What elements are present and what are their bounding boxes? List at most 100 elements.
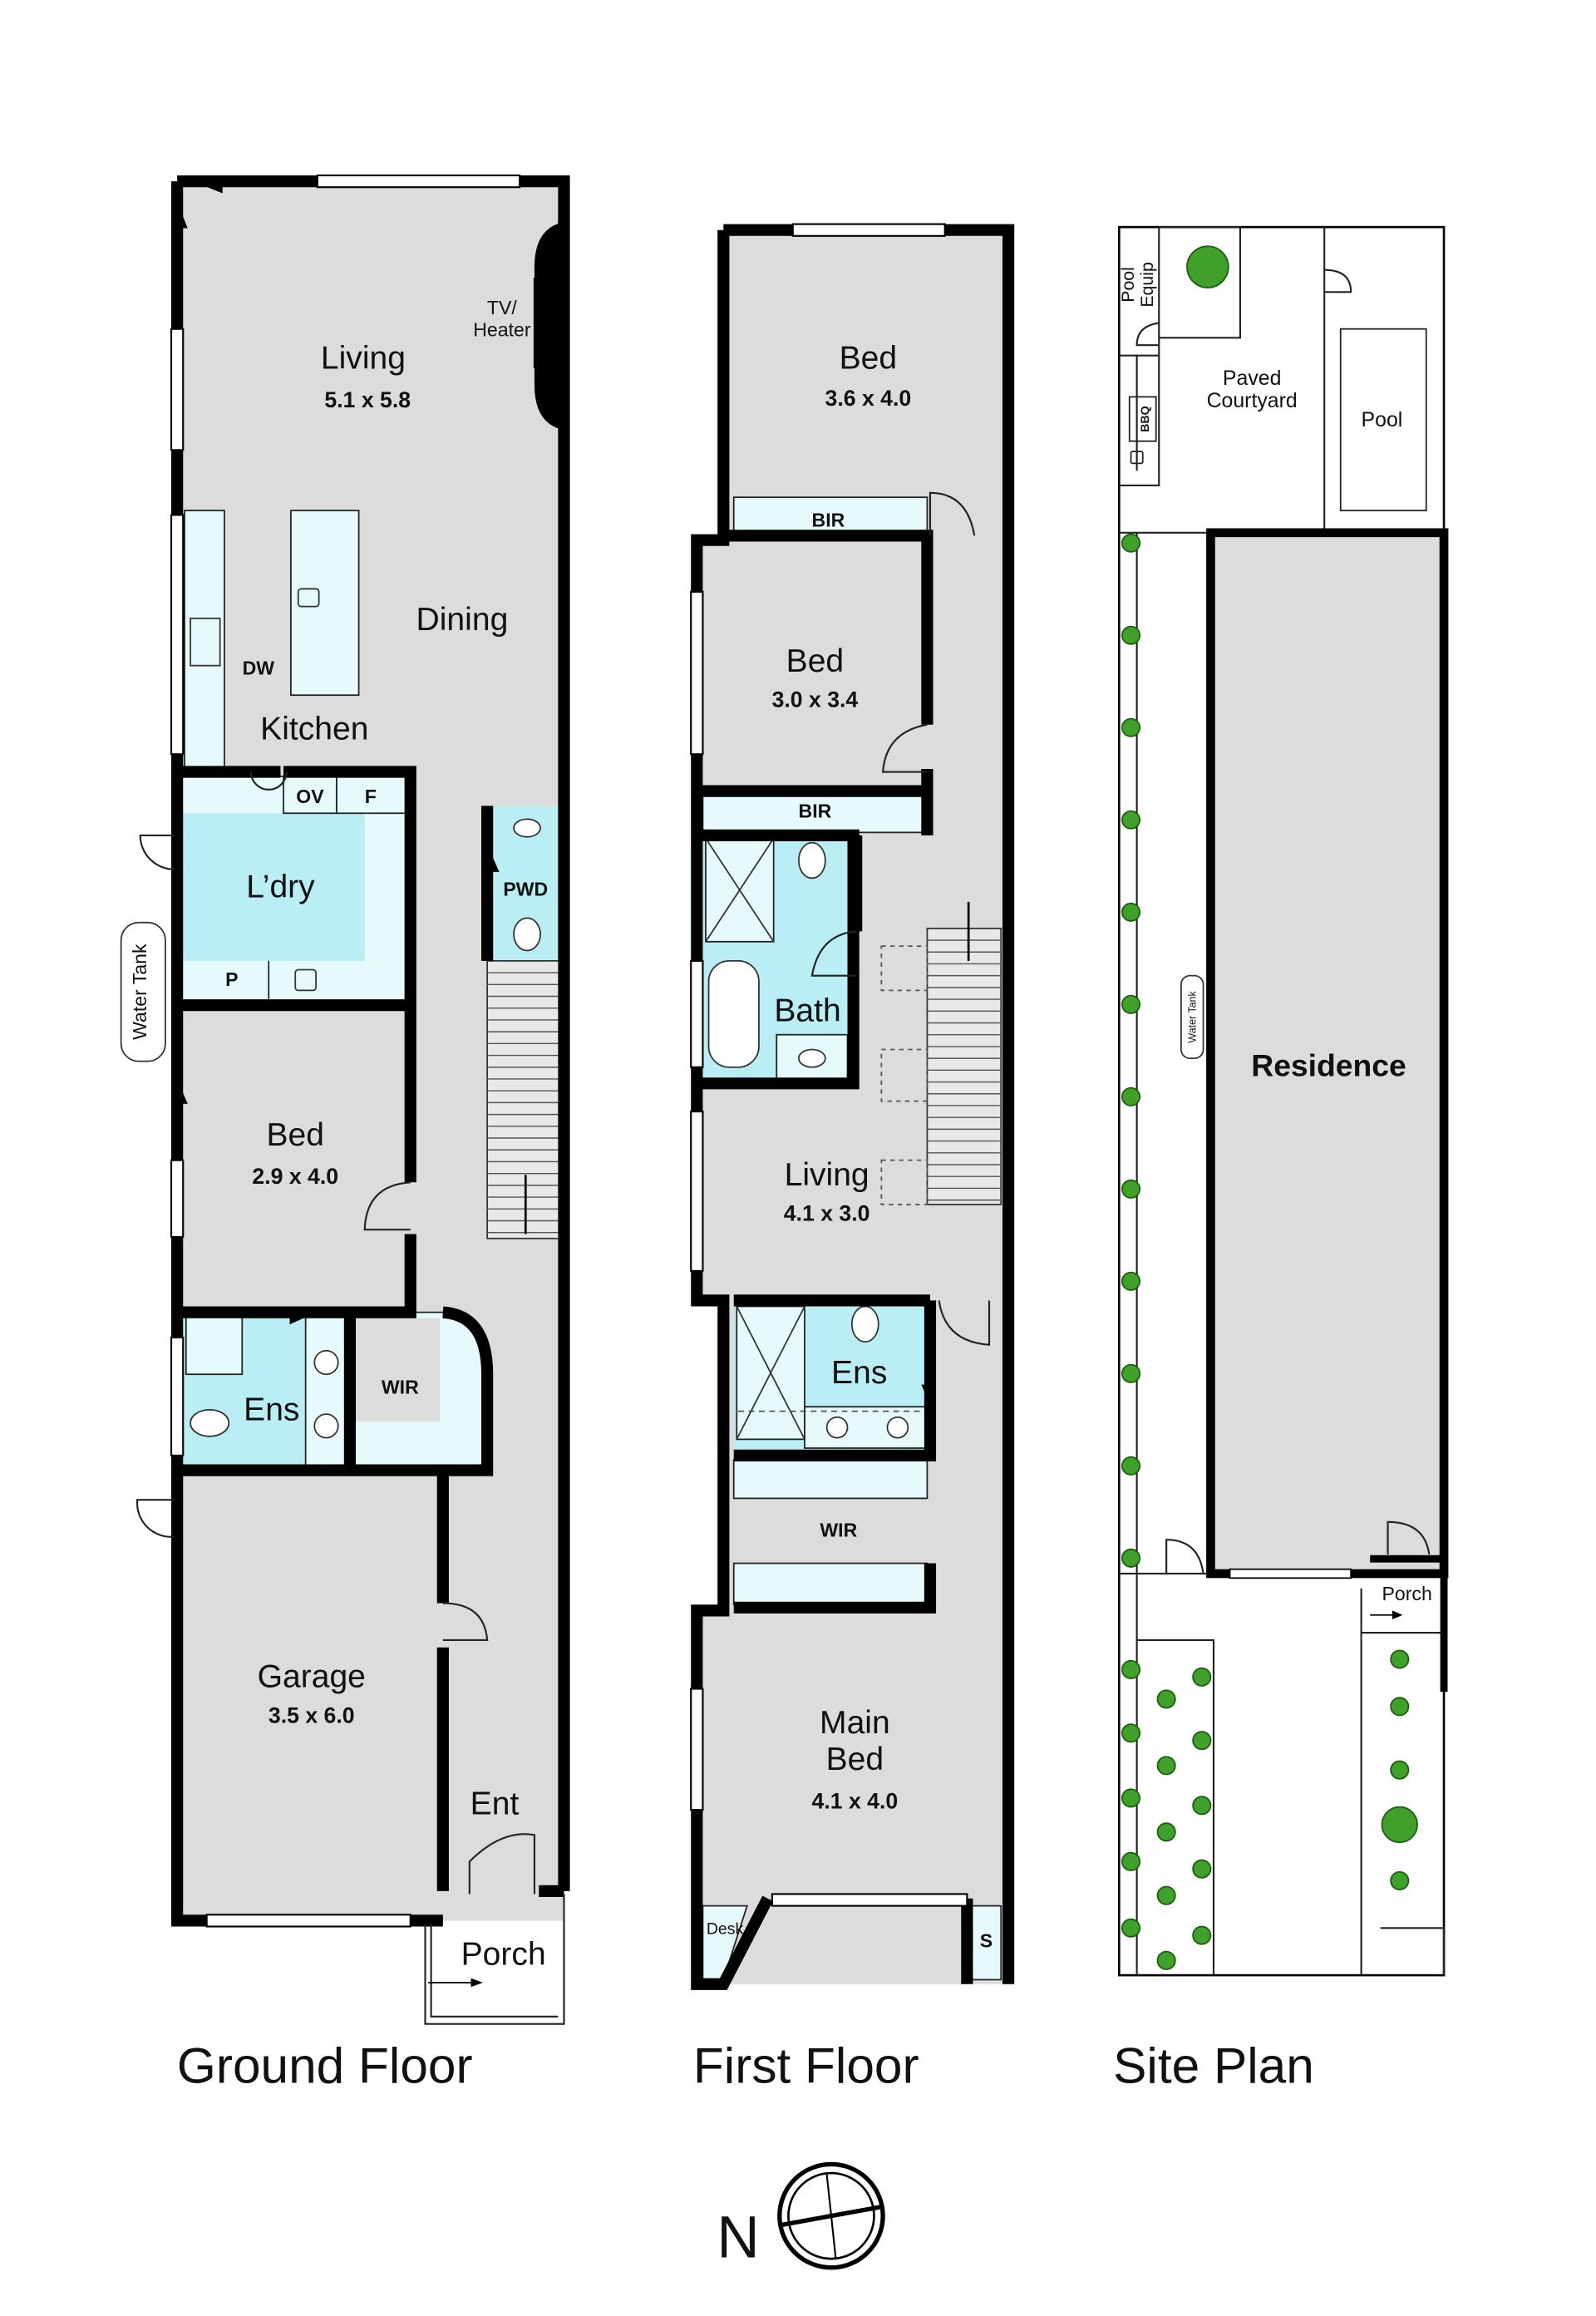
pool-equip-label-2: Equip bbox=[1137, 262, 1157, 307]
tree-icon bbox=[1121, 1271, 1141, 1291]
tree-icon bbox=[1390, 1760, 1410, 1780]
garage-dims: 3.5 x 6.0 bbox=[268, 1703, 355, 1727]
sliding-door-arrows bbox=[172, 178, 500, 1325]
tree-icon bbox=[1121, 994, 1141, 1014]
ensuite-ff-label: Ens bbox=[831, 1355, 887, 1391]
tree-icon bbox=[1121, 1723, 1141, 1743]
kitchen-label: Kitchen bbox=[260, 711, 368, 747]
walk-in-robe-first-floor bbox=[732, 1562, 929, 1606]
oven-label: OV bbox=[296, 786, 324, 807]
residence bbox=[1206, 528, 1449, 1579]
pool bbox=[1339, 328, 1427, 512]
tree-icon bbox=[1121, 810, 1141, 830]
tree-icon bbox=[1390, 1697, 1410, 1717]
bed2-label: Bed bbox=[786, 643, 845, 679]
tree-icon bbox=[1121, 1659, 1141, 1679]
courtyard-label-1: Paved bbox=[1223, 367, 1282, 390]
bbq-label: BBQ bbox=[1139, 406, 1152, 432]
site-plan: Water Tank Pool Equip Paved Courtyard Po… bbox=[1113, 225, 1449, 2094]
water-tank-site bbox=[1180, 974, 1204, 1059]
tree-icon bbox=[1156, 1950, 1176, 1970]
tree-icon bbox=[1121, 717, 1141, 737]
tree-icon bbox=[1156, 1885, 1176, 1905]
staircase bbox=[486, 959, 562, 1239]
main-bed-label-2: Bed bbox=[826, 1742, 884, 1777]
first-floor-windows bbox=[690, 223, 968, 1907]
main-bed-label-1: Main bbox=[820, 1705, 890, 1741]
water-tank-site-label: Water Tank bbox=[1187, 991, 1199, 1043]
door-swings bbox=[135, 771, 536, 1895]
bed-dims: 2.9 x 4.0 bbox=[252, 1164, 338, 1189]
staircase-first-floor bbox=[880, 901, 1002, 1205]
tree-icon bbox=[1156, 1689, 1176, 1709]
heater-label: Heater bbox=[473, 319, 531, 341]
tree-icon bbox=[1121, 1179, 1141, 1199]
toilet-icon bbox=[513, 917, 541, 952]
tree-icon bbox=[1390, 1649, 1410, 1669]
laundry-label: L’dry bbox=[246, 870, 315, 905]
courtyard-label-2: Courtyard bbox=[1207, 389, 1298, 412]
tree-icon bbox=[1192, 1859, 1212, 1879]
water-tank bbox=[120, 921, 166, 1062]
ground-floor-title: Ground Floor bbox=[177, 2038, 473, 2094]
bed-label: Bed bbox=[266, 1117, 324, 1153]
main-bed-dims: 4.1 x 4.0 bbox=[812, 1788, 899, 1813]
tree-icon bbox=[1121, 902, 1141, 922]
tree-icon bbox=[1390, 1870, 1410, 1890]
dining-label: Dining bbox=[416, 602, 509, 638]
tree-icon bbox=[1186, 245, 1229, 288]
porch-label: Porch bbox=[461, 1937, 546, 1973]
tv-label: TV/ bbox=[487, 297, 517, 318]
tree-icon bbox=[1121, 1851, 1141, 1871]
sink-icon bbox=[297, 588, 320, 608]
bed2-dims: 3.0 x 3.4 bbox=[772, 687, 859, 712]
tree-icon bbox=[1121, 1918, 1141, 1938]
pool-equip-label-1: Pool bbox=[1118, 267, 1138, 303]
tree-icon bbox=[1121, 1456, 1141, 1476]
tree-icon bbox=[1121, 1548, 1141, 1568]
compass-icon bbox=[777, 2161, 885, 2270]
tree-icon bbox=[1192, 1796, 1212, 1816]
first-floor-title: First Floor bbox=[693, 2038, 919, 2094]
kitchen-island bbox=[290, 510, 360, 697]
bath-label: Bath bbox=[774, 993, 840, 1029]
living-ff-label: Living bbox=[785, 1157, 869, 1193]
entry-label: Ent bbox=[470, 1786, 520, 1821]
storage-label: S bbox=[980, 1929, 993, 1951]
tree-icon bbox=[1121, 1087, 1141, 1106]
residence-label: Residence bbox=[1251, 1047, 1406, 1082]
north-label: N bbox=[717, 2205, 759, 2270]
trees bbox=[1121, 245, 1418, 1970]
tree-icon bbox=[1121, 1363, 1141, 1383]
bir1-label: BIR bbox=[812, 510, 845, 531]
pwd-label: PWD bbox=[503, 879, 548, 900]
ensuite-label: Ens bbox=[244, 1392, 299, 1427]
north-compass: N bbox=[717, 2161, 885, 2270]
bir-1 bbox=[732, 496, 929, 537]
laundry-room bbox=[180, 813, 365, 961]
site-plan-title: Site Plan bbox=[1113, 2038, 1314, 2094]
fridge-label: F bbox=[365, 786, 377, 807]
tree-icon bbox=[1381, 1806, 1418, 1844]
first-floor: Bed 3.6 x 4.0 BIR Bed 3.0 x 3.4 BIR Bath… bbox=[690, 222, 1015, 2094]
living-label: Living bbox=[321, 341, 406, 377]
tree-icon bbox=[1156, 1756, 1176, 1776]
living-ff-dims: 4.1 x 3.0 bbox=[784, 1200, 870, 1225]
tree-icon bbox=[1192, 1667, 1212, 1687]
bathtub-icon bbox=[707, 959, 760, 1068]
wir-label: WIR bbox=[382, 1376, 419, 1397]
bed1-dims: 3.6 x 4.0 bbox=[825, 386, 912, 411]
ground-floor: Water Tank Living 5.1 x 5.8 TV/ Heater D… bbox=[120, 174, 570, 2094]
bed1-label: Bed bbox=[840, 341, 898, 377]
pool-label: Pool bbox=[1362, 408, 1403, 431]
desk-label: Desk bbox=[707, 1919, 744, 1938]
tree-icon bbox=[1156, 1822, 1176, 1842]
pantry-label: P bbox=[225, 968, 238, 990]
water-tank-label: Water Tank bbox=[129, 944, 150, 1040]
bir2-label: BIR bbox=[799, 801, 832, 822]
first-floor-door-swings bbox=[810, 491, 991, 1346]
tree-icon bbox=[1192, 1925, 1212, 1945]
porch-outline bbox=[424, 1894, 565, 2025]
porch-site-label: Porch bbox=[1382, 1583, 1432, 1604]
